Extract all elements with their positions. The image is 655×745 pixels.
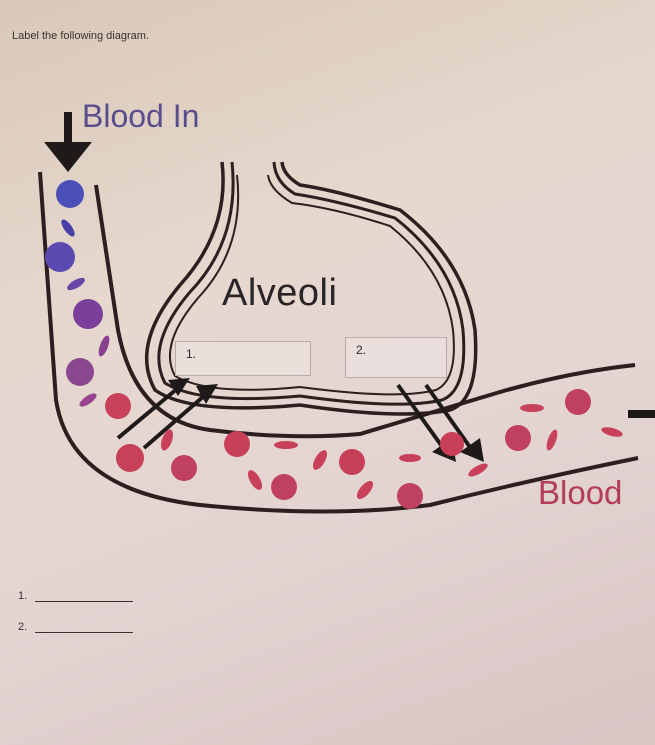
capillary-inner-wall [94,184,636,439]
label-alveoli: Alveoli [222,272,338,314]
label-blood: Blood [538,474,623,511]
blood-out-arrow-shaft [628,410,655,418]
label-box-1[interactable]: 1. [175,341,311,376]
arrows-out-of-alveolus [396,383,484,462]
instruction-text: Label the following diagram. [12,30,149,42]
arrows-into-alveolus [116,378,218,450]
answer-1-blank[interactable] [35,591,134,602]
capillary-outer-wall [38,171,639,514]
answer-line-2[interactable]: 2. [18,621,134,633]
alveolus-middle-membrane [157,161,466,406]
answer-2-blank[interactable] [35,622,134,633]
answer-line-1[interactable]: 1. [18,590,134,602]
alveolus-outer-membrane [144,161,478,416]
label-box-2-number: 2. [356,343,367,357]
blood-in-arrow-head [44,142,92,172]
blood-cells [45,180,623,509]
label-box-2[interactable]: 2. [345,337,447,378]
answer-2-number: 2. [18,621,28,633]
answer-1-number: 1. [18,590,28,602]
alveolus-inner-membrane [168,174,455,396]
label-blood-in: Blood In [82,98,200,134]
label-box-1-number: 1. [186,347,197,361]
